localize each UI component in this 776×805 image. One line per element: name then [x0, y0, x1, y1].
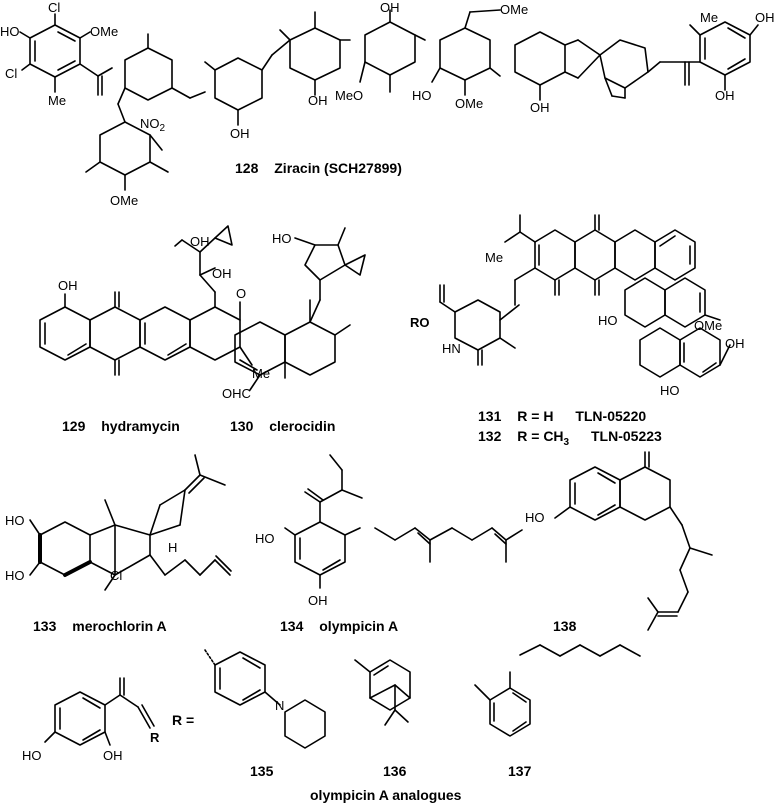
atom-ho: HO: [598, 313, 618, 328]
atom-no2: NO2: [140, 116, 166, 134]
compound-number: 134: [280, 618, 304, 634]
label-134: 134 olympicin A: [280, 618, 398, 634]
compound-number: 138: [553, 618, 577, 634]
atom-ho: HO: [412, 88, 432, 103]
structure-138: [554, 451, 713, 631]
atom-ome: OMe: [694, 318, 722, 333]
structure-133-merochlorin: [29, 454, 232, 591]
atom-n: N: [275, 698, 284, 713]
label-132: 132 R = CH3 TLN-05223: [478, 428, 662, 448]
atom-hn: HN: [442, 341, 461, 356]
structure-analogue-core: [44, 677, 155, 746]
structure-135: [204, 649, 326, 749]
compound-name: Ziracin (SCH27899): [274, 160, 402, 176]
atom-cl: Cl: [110, 568, 122, 583]
atom-oh: OH: [715, 88, 735, 103]
atom-oh: OH: [212, 266, 232, 281]
atom-h: H: [168, 540, 177, 555]
atom-oh: OH: [530, 100, 550, 115]
label-133: 133 merochlorin A: [33, 618, 167, 634]
label-130: 130 clerocidin: [230, 418, 335, 434]
atom-oh: OH: [230, 126, 250, 141]
atom-ome: OMe: [90, 24, 118, 39]
atom-ho: HO: [660, 383, 680, 398]
compound-number: 136: [383, 763, 407, 779]
atom-oh: OH: [190, 234, 210, 249]
atom-ome: OMe: [455, 96, 483, 111]
structure-130-clerocidin: [234, 227, 366, 391]
compound-name: TLN-05220: [575, 408, 647, 424]
atom-oh: OH: [308, 93, 328, 108]
atom-cl: Cl: [48, 0, 60, 15]
atom-oh: OH: [725, 336, 745, 351]
label-131: 131 R = H TLN-05220: [478, 408, 646, 424]
atom-oh: OH: [103, 748, 123, 763]
structure-129-hydramycin: [39, 225, 253, 376]
atom-ho: HO: [255, 531, 275, 546]
atom-me: Me: [485, 250, 503, 265]
compound-number: 128: [235, 160, 259, 176]
compound-number: 130: [230, 418, 254, 434]
structure-131-132-tln: [439, 214, 731, 378]
label-129: 129 hydramycin: [62, 418, 180, 434]
compound-name: merochlorin A: [72, 618, 167, 634]
atom-me: Me: [700, 10, 718, 25]
atom-ohc: OHC: [222, 386, 251, 401]
atom-ho: HO: [272, 231, 292, 246]
atom-oh: OH: [755, 10, 775, 25]
atom-r: R: [150, 730, 160, 745]
compound-name: TLN-05223: [591, 428, 662, 444]
compound-number: 131: [478, 408, 502, 424]
atom-ho: HO: [0, 24, 20, 39]
r-definition: R = CH3: [517, 428, 570, 448]
structure-128-ziracin: [19, 9, 759, 191]
structure-134-olympicin: [284, 454, 523, 589]
compound-number: 129: [62, 418, 86, 434]
compound-name: hydramycin: [101, 418, 180, 434]
label-135: 135: [250, 763, 273, 779]
atom-oh: OH: [308, 593, 328, 608]
atom-ro: RO: [410, 315, 430, 330]
label-128: 128 Ziracin (SCH27899): [235, 160, 402, 176]
structure-137: [474, 644, 641, 737]
atom-ho: HO: [5, 568, 25, 583]
atom-ome: OMe: [500, 2, 528, 17]
atom-oh: OH: [58, 278, 78, 293]
analogues-caption: olympicin A analogues: [310, 787, 462, 803]
compound-number: 132: [478, 428, 502, 444]
atom-meo: MeO: [335, 88, 363, 103]
atom-ho: HO: [5, 513, 25, 528]
r-equals: R =: [172, 712, 195, 728]
label-138: 138: [553, 618, 576, 634]
compound-number: 135: [250, 763, 274, 779]
atom-labels: Cl OMe HO Cl Me NO2 OMe OH OH OH MeO HO …: [0, 0, 775, 763]
atom-ome: OMe: [110, 193, 138, 208]
atom-ho: HO: [525, 510, 545, 525]
atom-oh: OH: [380, 0, 400, 15]
structure-136: [354, 659, 411, 726]
compound-number: 137: [508, 763, 532, 779]
compound-name: olympicin A: [319, 618, 399, 634]
atom-me: Me: [252, 366, 270, 381]
label-137: 137: [508, 763, 531, 779]
compound-number: 133: [33, 618, 57, 634]
label-136: 136: [383, 763, 406, 779]
atom-cl: Cl: [5, 66, 17, 81]
r-definition: R = H: [517, 408, 554, 424]
atom-me: Me: [48, 93, 66, 108]
atom-ho: HO: [22, 748, 42, 763]
compound-name: clerocidin: [269, 418, 336, 434]
atom-o: O: [236, 286, 246, 301]
